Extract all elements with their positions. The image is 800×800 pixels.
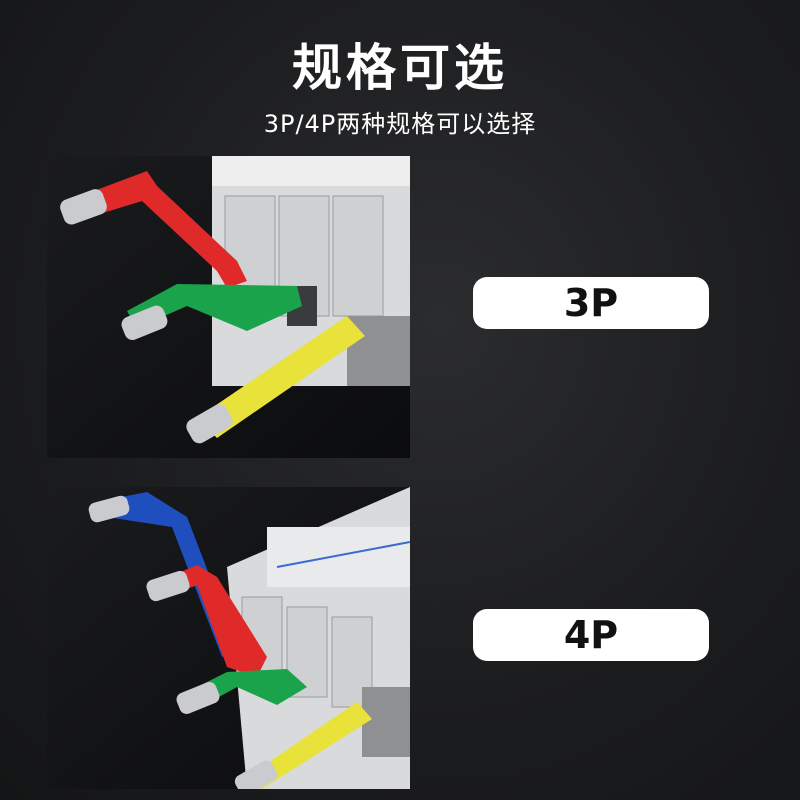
product-image-4p [47,487,410,789]
option-4p-label: 4P [473,609,709,661]
page-subtitle: 3P/4P两种规格可以选择 [263,110,537,138]
page-title: 规格可选 [292,39,508,97]
option-3p-label: 3P [473,277,709,329]
product-image-3p [47,156,410,458]
